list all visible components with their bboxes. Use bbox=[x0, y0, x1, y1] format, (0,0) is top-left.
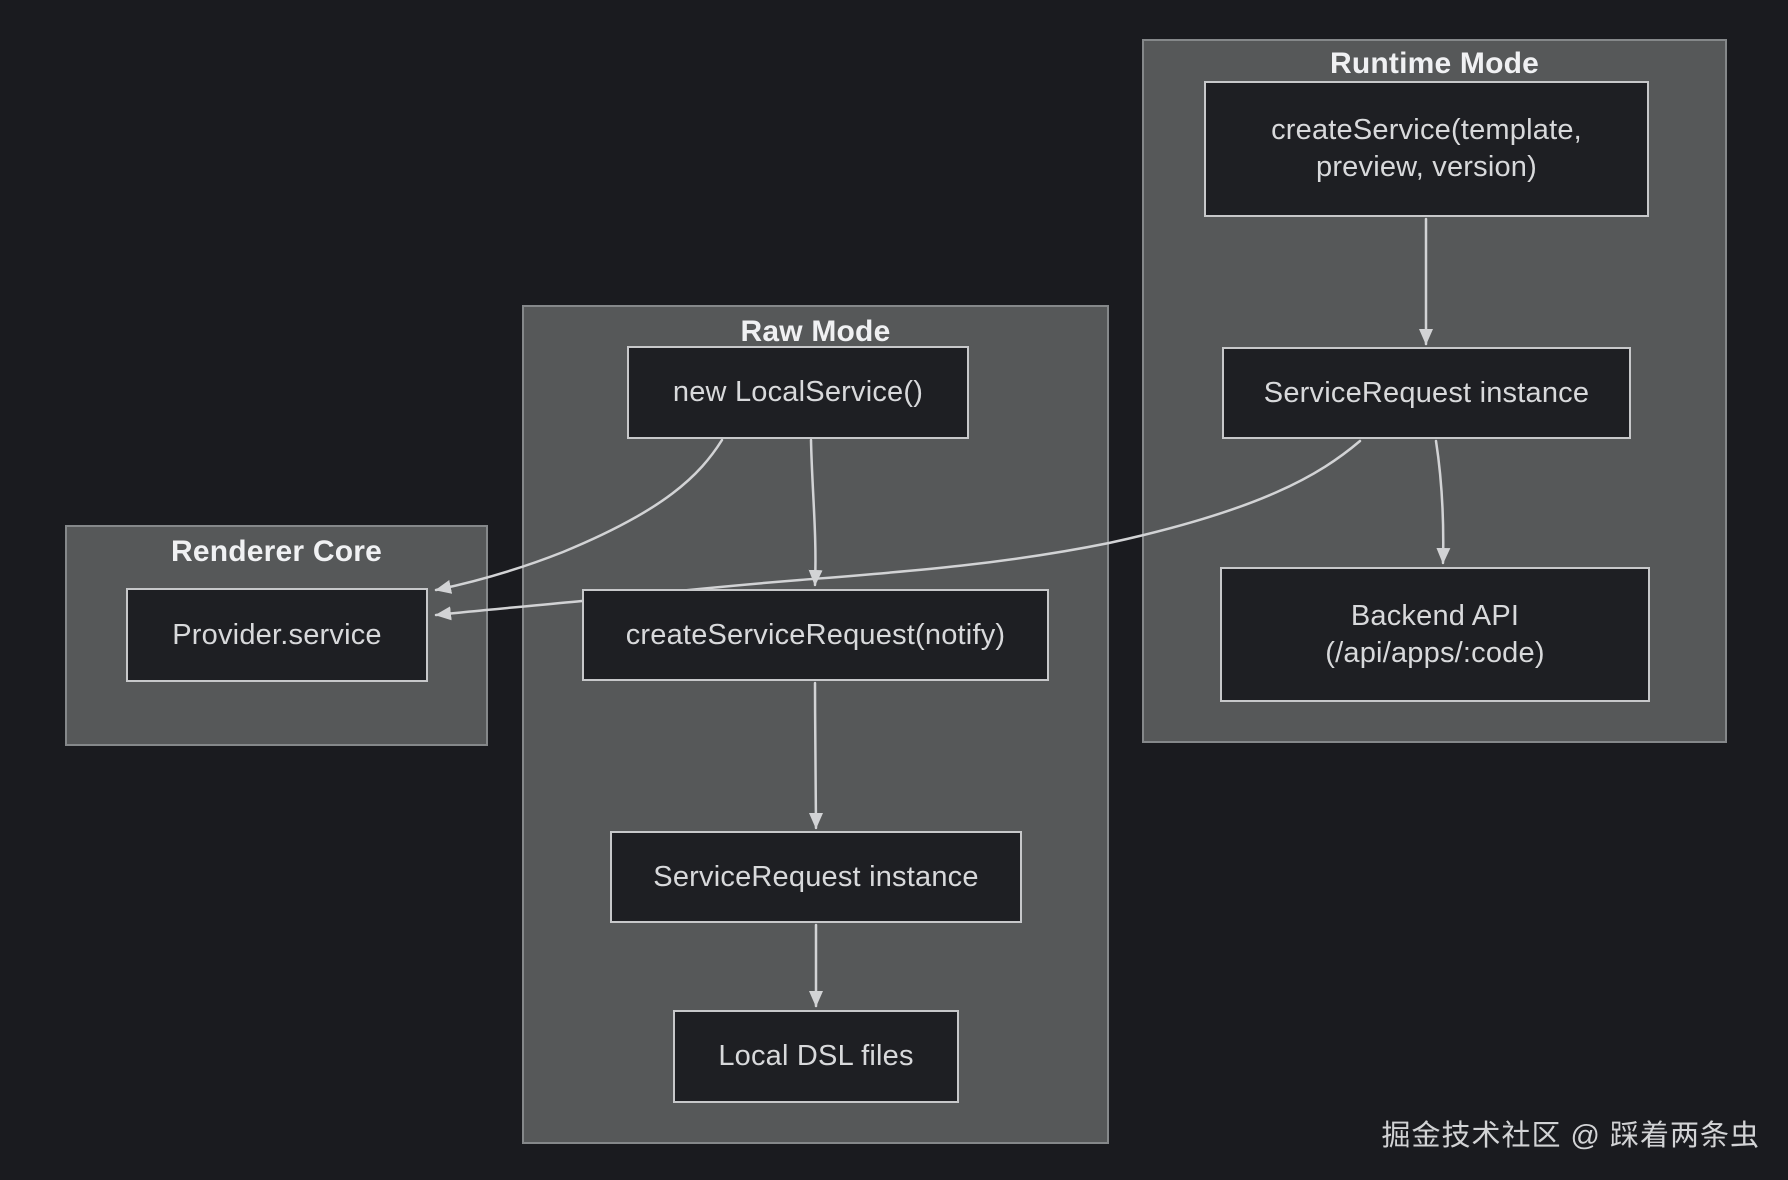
node-create-service: createService(template, preview, version… bbox=[1204, 81, 1649, 217]
node-label-line1: Backend API bbox=[1350, 599, 1520, 632]
node-create-service-request: createServiceRequest(notify) bbox=[582, 589, 1049, 681]
node-service-request-runtime-mode: ServiceRequest instance bbox=[1222, 347, 1631, 439]
node-label: ServiceRequest instance bbox=[1263, 376, 1590, 409]
node-label-line1: createService(template, bbox=[1271, 114, 1582, 146]
node-label: createServiceRequest(notify) bbox=[625, 618, 1006, 651]
node-label-line2: (/api/apps/:code) bbox=[1325, 636, 1545, 669]
node-provider-service: Provider.service bbox=[126, 588, 428, 682]
node-new-local-service: new LocalService() bbox=[627, 346, 969, 439]
node-label: Local DSL files bbox=[718, 1040, 914, 1072]
panel-title-raw-mode: Raw Mode bbox=[740, 315, 891, 348]
node-backend-api: Backend API (/api/apps/:code) bbox=[1220, 567, 1650, 702]
node-label: ServiceRequest instance bbox=[653, 860, 979, 893]
node-local-dsl-files: Local DSL files bbox=[673, 1010, 959, 1103]
panel-title-renderer-core: Renderer Core bbox=[170, 535, 382, 568]
panel-title-runtime-mode: Runtime Mode bbox=[1329, 47, 1540, 80]
node-label: Provider.service bbox=[172, 618, 382, 651]
node-service-request-raw-mode: ServiceRequest instance bbox=[610, 831, 1022, 923]
watermark-text: 掘金技术社区 @ 踩着两条虫 bbox=[1381, 1120, 1760, 1152]
node-label: new LocalService() bbox=[672, 376, 924, 408]
node-label-line2: preview, version) bbox=[1316, 151, 1537, 183]
